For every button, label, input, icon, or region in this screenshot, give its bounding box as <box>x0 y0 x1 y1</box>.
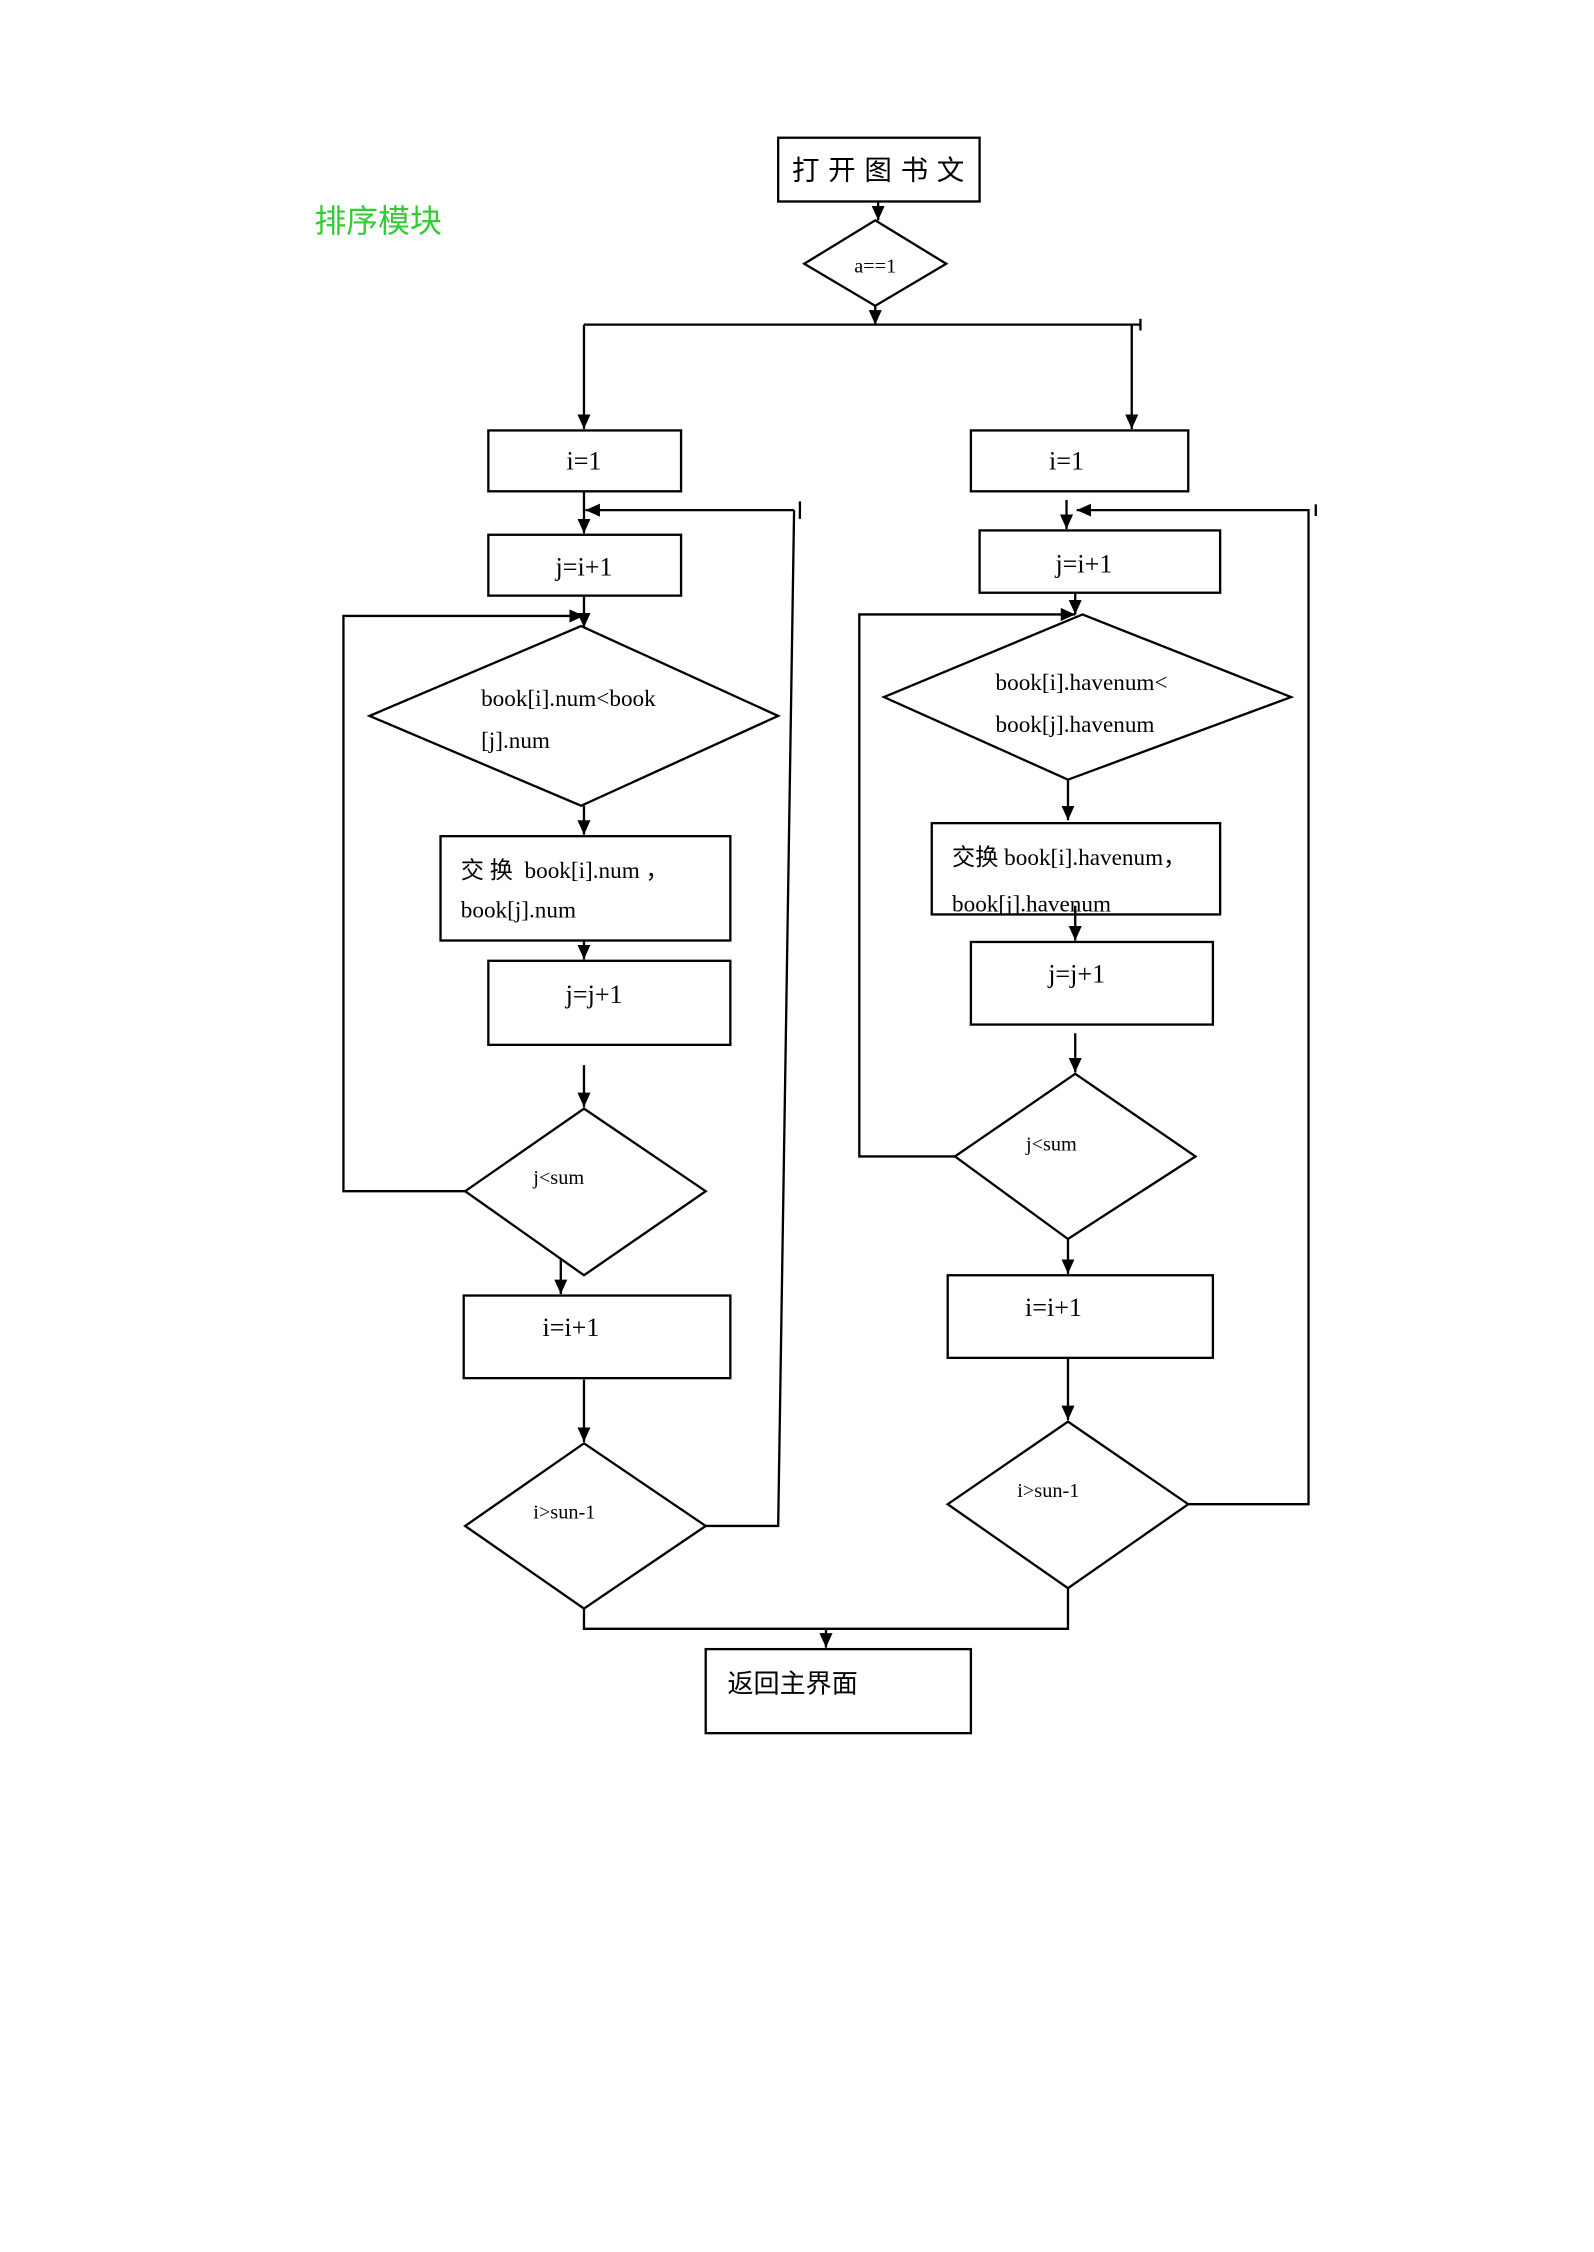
left-init-i-label: i=1 <box>566 447 601 476</box>
left-compare-label-line1: book[i].num<book <box>481 686 656 712</box>
right-inc-i-label: i=i+1 <box>1025 1293 1082 1322</box>
right-init-i-box <box>969 429 1190 493</box>
right-swap-label-line1: 交换 book[i].havenum， <box>952 845 1186 871</box>
end-box <box>704 1647 973 1735</box>
start-box-label: 打开图书文 <box>792 155 973 186</box>
section-title: 排序模块 <box>314 204 442 239</box>
left-inc-j-label: j=j+1 <box>565 980 623 1009</box>
left-sort-branch: i=1 j=i+1 book[i].num<book [j].num 交 换 b… <box>342 429 802 1610</box>
left-inc-j-box <box>487 959 732 1047</box>
right-init-i-label: i=1 <box>1049 447 1084 476</box>
left-outer-loop-line <box>705 510 796 1528</box>
right-init-j-box <box>978 529 1222 594</box>
right-outer-loop-arrow <box>1076 503 1310 1506</box>
right-cond-j-label: j<sum <box>1025 1134 1077 1156</box>
right-swap-box <box>930 821 1222 916</box>
start-box <box>777 136 981 203</box>
right-init-j-label: j=i+1 <box>1054 549 1112 578</box>
right-inc-j-box <box>969 940 1215 1026</box>
left-inc-i-box <box>462 1294 732 1380</box>
end-box-label: 返回主界面 <box>727 1670 857 1699</box>
left-cond-i-label: i>sun-1 <box>533 1502 595 1524</box>
right-swap-label-line2: book[j].havenum <box>952 892 1111 918</box>
decision-a-equals-1-label: a==1 <box>854 255 896 277</box>
left-swap-box <box>439 835 732 942</box>
left-cond-i-diamond <box>463 1441 708 1610</box>
left-init-j-label: j=i+1 <box>555 552 613 581</box>
left-cond-j-diamond <box>463 1107 708 1277</box>
left-inc-i-label: i=i+1 <box>542 1313 599 1342</box>
right-sort-branch: i=1 j=i+1 book[i].havenum< book[j].haven… <box>858 429 1317 1590</box>
right-inc-j-label: j=j+1 <box>1047 960 1105 989</box>
right-inc-i-box <box>946 1274 1215 1360</box>
right-cond-i-label: i>sun-1 <box>1017 1480 1079 1502</box>
left-swap-label-line1: 交 换 book[i].num ， <box>461 858 669 884</box>
left-cond-j-label: j<sum <box>532 1167 584 1189</box>
left-compare-diamond <box>366 624 781 808</box>
left-compare-label-line2: [j].num <box>481 728 550 754</box>
right-inner-loop-arrow <box>858 607 1076 1158</box>
left-inner-loop-arrow <box>342 609 584 1193</box>
right-compare-diamond <box>881 613 1295 781</box>
right-compare-label-line1: book[i].havenum< <box>996 670 1168 696</box>
right-cond-i-diamond <box>945 1420 1191 1590</box>
right-cond-j-diamond <box>952 1072 1198 1241</box>
right-compare-label-line2: book[j].havenum <box>996 712 1155 738</box>
merge-line <box>582 1588 1070 1630</box>
left-swap-label-line2: book[j].num <box>461 897 576 923</box>
